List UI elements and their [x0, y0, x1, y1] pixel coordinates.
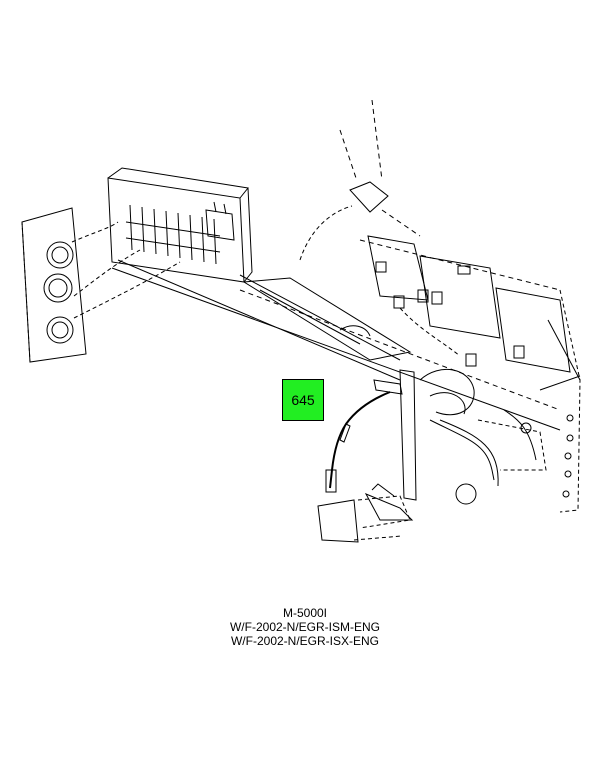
gauge: [46, 241, 74, 269]
lower-housing: [317, 499, 359, 543]
caption-isx: W/F-2002-N/EGR-ISX-ENG: [230, 634, 380, 648]
fuse-block: [107, 177, 245, 283]
harness-clamp: [455, 483, 477, 505]
relay: [205, 209, 235, 241]
harness-lead: [329, 391, 391, 489]
rail-tube: [242, 277, 412, 361]
part-callout-label: 645: [291, 392, 315, 408]
mount-bracket: [399, 369, 417, 501]
part-callout-box: 645: [282, 379, 324, 421]
control-module: [495, 287, 571, 373]
gauge-panel: [21, 207, 87, 363]
connector: [375, 261, 525, 367]
caption-ism: W/F-2002-N/EGR-ISM-ENG: [229, 620, 380, 634]
caption-model: M-5000I: [282, 606, 328, 620]
control-module: [419, 255, 501, 339]
gauge: [46, 316, 74, 344]
gauge: [43, 273, 73, 303]
